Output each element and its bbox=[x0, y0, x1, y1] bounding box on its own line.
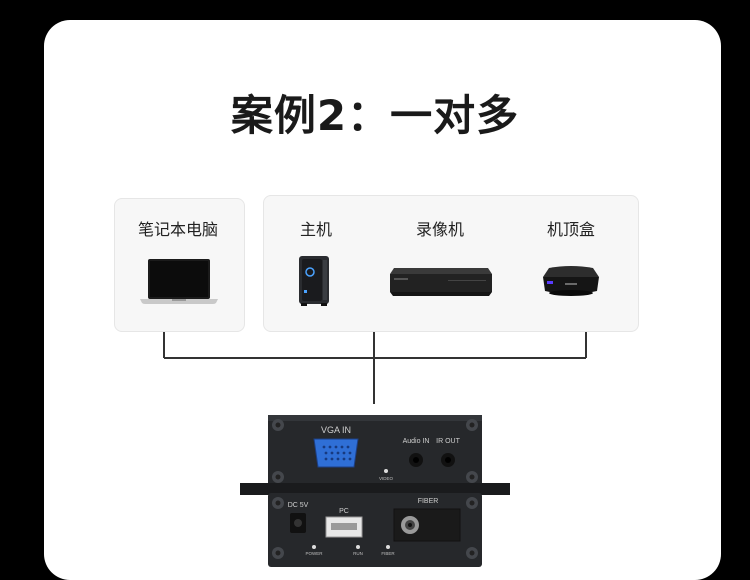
dvr-icon bbox=[390, 268, 492, 296]
label-vga-in: VGA IN bbox=[321, 425, 351, 435]
label-fiber: FIBER bbox=[418, 498, 439, 505]
desktop-tower-icon bbox=[299, 256, 329, 306]
set-top-box-icon bbox=[543, 266, 599, 296]
label-video: VIDEO bbox=[379, 476, 394, 481]
label-ir-out: IR OUT bbox=[436, 438, 460, 445]
label-dc-5v: DC 5V bbox=[288, 502, 309, 509]
label-host: 主机 bbox=[299, 220, 332, 239]
label-audio-in: Audio IN bbox=[403, 438, 430, 445]
label-settop: 机顶盒 bbox=[546, 220, 595, 239]
connection-lines bbox=[163, 332, 587, 404]
fiber-transmitter: VGA IN Audio IN IR OUT VIDEO DC 5V PC FI… bbox=[240, 415, 510, 567]
label-pc: PC bbox=[339, 508, 349, 515]
label-run: RUN bbox=[353, 551, 363, 556]
panel-receivers bbox=[263, 195, 639, 332]
label-power: POWER bbox=[305, 551, 323, 556]
vga-port-icon bbox=[313, 438, 359, 468]
laptop-icon bbox=[140, 259, 218, 304]
label-laptop: 笔记本电脑 bbox=[137, 220, 218, 239]
label-fiber-led: FIBER bbox=[381, 551, 395, 556]
page-title: 案例2：一对多 bbox=[230, 91, 520, 140]
label-recorder: 录像机 bbox=[415, 220, 464, 239]
panel-laptop bbox=[114, 198, 245, 332]
